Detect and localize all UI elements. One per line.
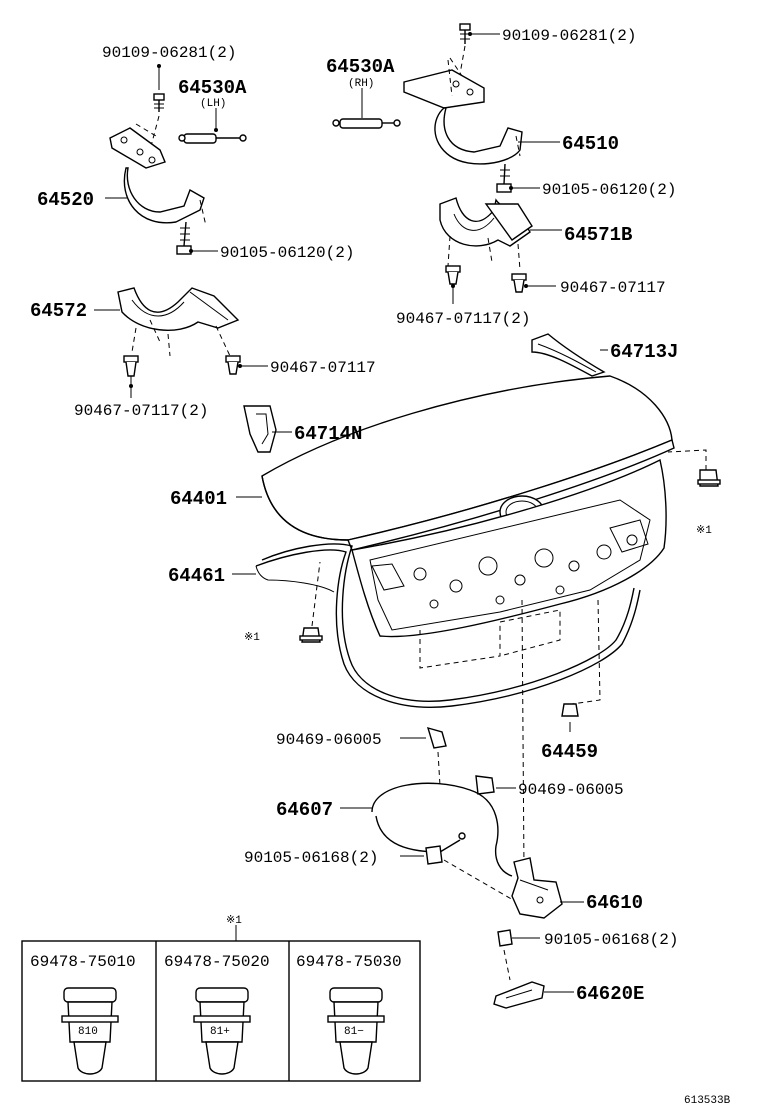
label-stay-lh-side: (LH)	[200, 98, 226, 110]
label-bolt-hinge-rh: 90109-06281(2)	[502, 27, 636, 45]
label-lid: 64401	[170, 488, 227, 510]
bolt-lower-rh-icon	[496, 163, 512, 193]
hinge-assembly-rh	[332, 23, 560, 193]
label-stay-lh: 64530A	[178, 77, 247, 99]
label-table-ref: ※1	[226, 915, 242, 927]
table-part-no-1: 69478-75010	[30, 953, 136, 971]
clip-lh-right-icon	[225, 355, 241, 375]
label-hinge-rh: 64510	[562, 133, 619, 155]
support-rh	[439, 197, 562, 304]
cover-rh-icon	[531, 333, 606, 377]
label-clamp-upper: 90469-06005	[276, 731, 382, 749]
weatherstrip-icon	[255, 543, 641, 708]
label-bolt-cable: 90105-06168(2)	[244, 849, 378, 867]
label-clip-rh-left: 90467-07117(2)	[396, 310, 530, 328]
label-ref-right: ※1	[696, 525, 712, 537]
cushion-left-icon	[299, 627, 323, 643]
cushion-810-icon	[61, 987, 119, 1075]
table-marking-3: 81−	[344, 1026, 364, 1038]
label-bolt-lower-rh: 90105-06120(2)	[542, 181, 676, 199]
striker-icon	[493, 981, 545, 1009]
bolt-cable-icon	[425, 845, 443, 865]
label-clamp-lower: 90469-06005	[518, 781, 624, 799]
label-cushion: 64459	[541, 741, 598, 763]
label-weatherstrip: 64461	[168, 565, 225, 587]
bolt-lower-lh-icon	[176, 221, 192, 255]
table-marking-1: 810	[78, 1026, 98, 1038]
label-bolt-lower-lh: 90105-06120(2)	[220, 244, 354, 262]
cover-lh-icon	[243, 405, 277, 453]
label-clip-lh-right: 90467-07117	[270, 359, 376, 377]
clip-lh-left-icon	[123, 355, 139, 386]
label-bolt-lock: 90105-06168(2)	[544, 931, 678, 949]
label-bolt-hinge-lh: 90109-06281(2)	[102, 44, 236, 62]
label-clip-rh-right: 90467-07117	[560, 279, 666, 297]
stay-rh-icon	[332, 118, 401, 129]
cushion-64459-icon	[561, 703, 579, 717]
lock-icon	[511, 857, 563, 919]
trunk-lid-icon	[261, 375, 675, 669]
label-support-rh: 64571B	[564, 224, 632, 246]
cushion-table	[21, 925, 421, 1082]
stay-lh-icon	[178, 133, 247, 144]
table-part-no-2: 69478-75020	[164, 953, 270, 971]
hinge-assembly-lh	[105, 64, 247, 255]
label-support-lh: 64572	[30, 300, 87, 322]
diagram-id: 613533B	[684, 1095, 731, 1107]
bolt-lock-icon	[497, 929, 513, 947]
label-cover-lh: 64714N	[294, 423, 362, 445]
label-cable: 64607	[276, 799, 333, 821]
label-ref-left: ※1	[244, 632, 260, 644]
bolt-hinge-rh-icon	[459, 23, 471, 44]
table-marking-2: 81+	[210, 1026, 230, 1038]
label-stay-rh-side: (RH)	[348, 78, 374, 90]
label-stay-rh: 64530A	[326, 56, 395, 78]
bolt-hinge-lh-icon	[153, 93, 165, 112]
label-striker: 64620E	[576, 983, 644, 1005]
hinge-lh-icon	[109, 127, 205, 224]
clip-rh-right-icon	[511, 273, 527, 293]
clip-rh-left-icon	[445, 265, 461, 285]
clamp-lower-icon	[475, 775, 495, 795]
hinge-rh-icon	[403, 69, 523, 165]
support-lh	[94, 287, 268, 398]
label-cover-rh: 64713J	[610, 341, 678, 363]
table-part-no-3: 69478-75030	[296, 953, 402, 971]
cushion-81minus-icon	[327, 987, 385, 1075]
clamp-upper-icon	[426, 726, 447, 749]
label-hinge-lh: 64520	[37, 189, 94, 211]
cushion-81plus-icon	[193, 987, 251, 1075]
cushion-right-icon	[697, 469, 721, 487]
label-clip-lh-left: 90467-07117(2)	[74, 402, 208, 420]
label-lock: 64610	[586, 892, 643, 914]
